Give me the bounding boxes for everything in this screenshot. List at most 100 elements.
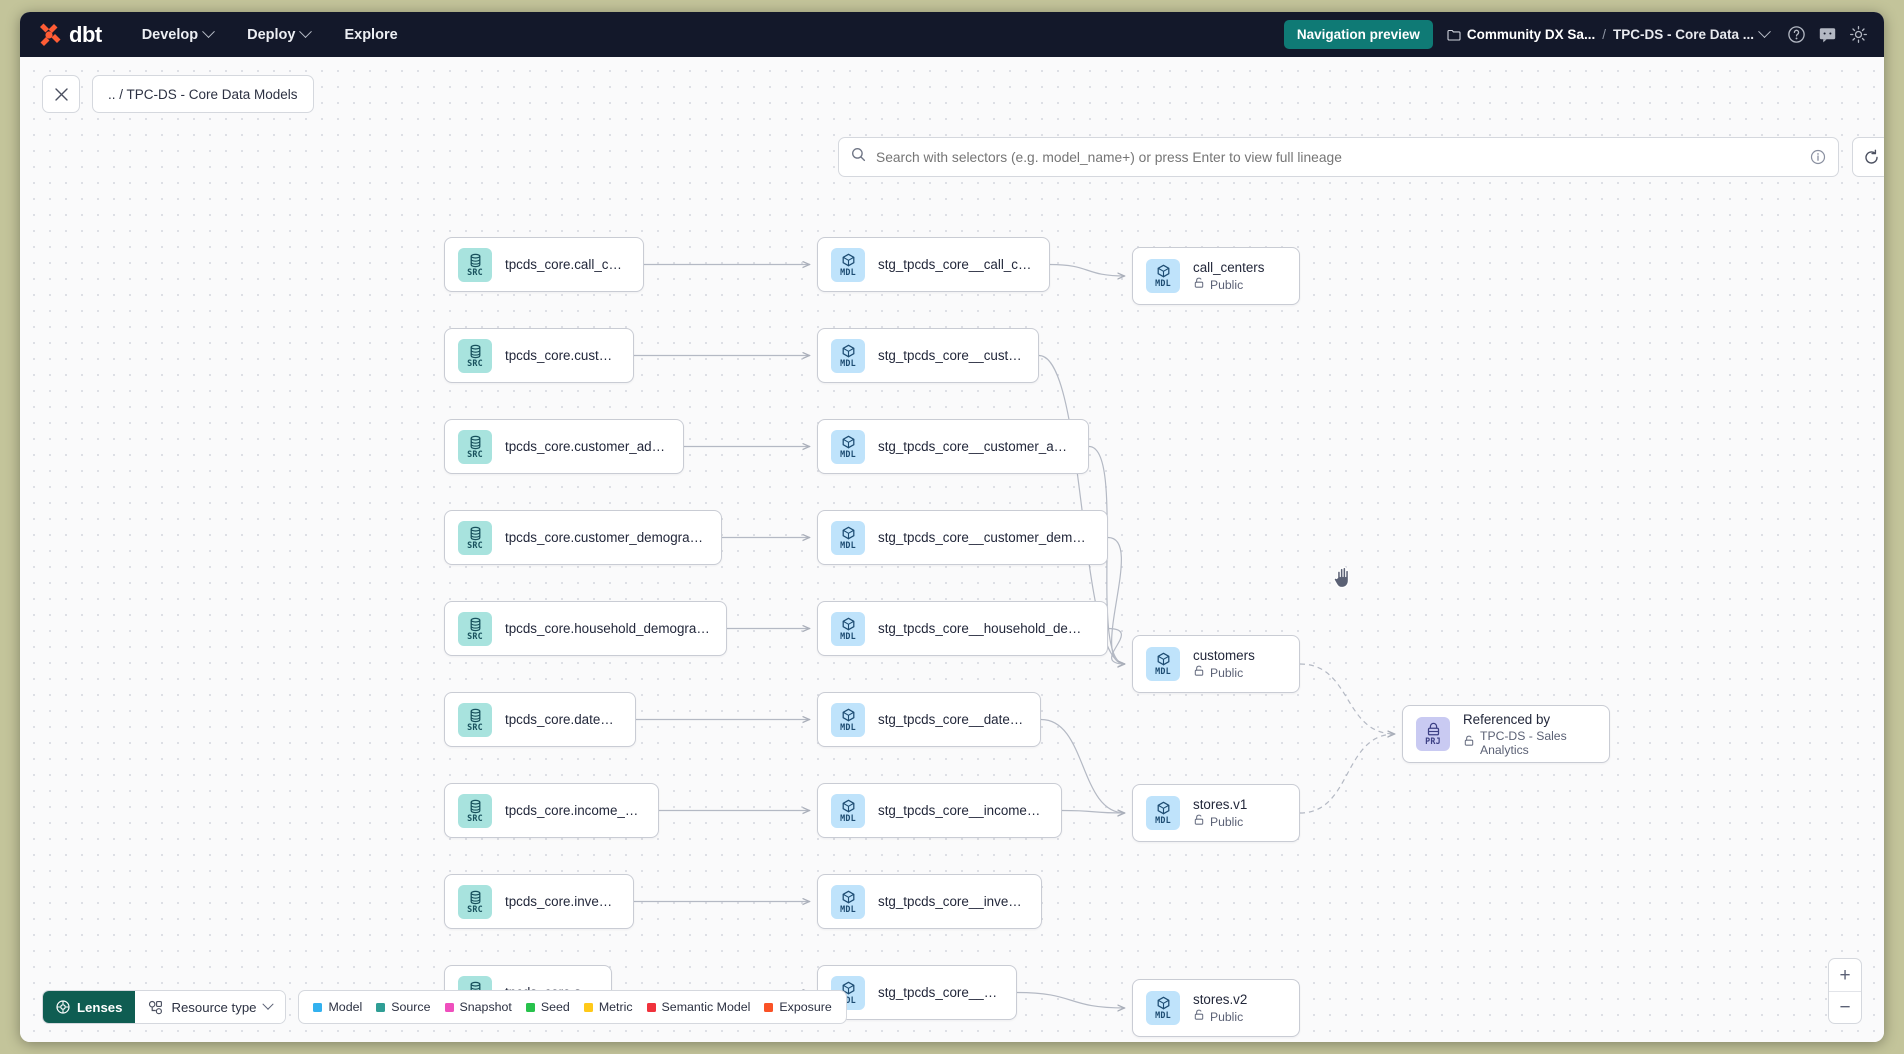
graph-node-subtitle: Public xyxy=(1193,1009,1247,1024)
graph-node-name: tpcds_core.customer xyxy=(505,348,617,363)
legend-item-label: Model xyxy=(328,1000,363,1014)
legend-swatch-icon xyxy=(376,1002,386,1012)
graph-node-name: call_centers xyxy=(1193,260,1265,275)
nav-item-develop[interactable]: Develop xyxy=(140,23,215,47)
legend-item-model[interactable]: Model xyxy=(313,1000,362,1014)
graph-node-subtitle-label: Public xyxy=(1210,814,1244,829)
breadcrumb-account[interactable]: Community DX Sa... xyxy=(1447,27,1595,42)
graph-node-name: stg_tpcds_core__inventory xyxy=(878,894,1025,909)
graph-node-name: stg_tpcds_core__customer_address xyxy=(878,439,1072,454)
nav-item-explore[interactable]: Explore xyxy=(342,23,399,47)
graph-node-name: stg_tpcds_core__call_center xyxy=(878,257,1033,272)
chevron-down-icon xyxy=(262,998,275,1010)
search-input[interactable] xyxy=(876,149,1800,165)
lock-icon xyxy=(1194,814,1204,825)
nav-item-deploy[interactable]: Deploy xyxy=(245,23,313,47)
legend-item-source[interactable]: Source xyxy=(376,1000,431,1014)
gear-icon[interactable] xyxy=(1849,25,1868,44)
graph-node-subtitle: Public xyxy=(1193,814,1247,829)
canvas-bottom-bar: Lenses Resource type Model Source Snapshot… xyxy=(42,990,847,1024)
legend-swatch-icon xyxy=(525,1002,535,1012)
legend-item-label: Metric xyxy=(598,1000,633,1014)
feedback-icon[interactable] xyxy=(1818,25,1837,44)
zoom-out-button[interactable]: − xyxy=(1829,991,1861,1023)
lens-control-group: Lenses Resource type xyxy=(42,990,287,1024)
nav-item-develop-label: Develop xyxy=(141,26,199,43)
help-circle-icon[interactable] xyxy=(1787,25,1806,44)
canvas-toolbar: .. / TPC-DS - Core Data Models xyxy=(20,57,1884,131)
legend-item-snapshot[interactable]: Snapshot xyxy=(444,1000,512,1014)
lock-icon xyxy=(1463,735,1475,750)
refresh-button[interactable] xyxy=(1852,137,1884,177)
graph-node-mdl-call-center[interactable]: MDL stg_tpcds_core__call_center xyxy=(817,237,1050,292)
graph-node-subtitle-label: Public xyxy=(1210,1009,1244,1024)
info-icon[interactable] xyxy=(1810,149,1826,165)
breadcrumb-project[interactable]: TPC-DS - Core Data ... xyxy=(1612,25,1771,42)
lock-icon xyxy=(1193,1009,1205,1024)
cube-icon: MDL xyxy=(1146,796,1180,830)
database-icon: SRC xyxy=(458,884,492,919)
navigation-preview-button[interactable]: Navigation preview xyxy=(1283,20,1433,49)
lenses-icon xyxy=(56,1000,70,1014)
graph-node-name: stores.v2 xyxy=(1193,992,1248,1007)
search-icon xyxy=(851,147,866,167)
legend-item-semantic-model[interactable]: Semantic Model xyxy=(646,1000,750,1014)
nav-item-explore-label: Explore xyxy=(344,26,398,43)
graph-node-name: Referenced by xyxy=(1463,711,1551,727)
chevron-down-icon xyxy=(202,25,215,39)
close-button[interactable] xyxy=(42,75,80,113)
lineage-canvas[interactable]: .. / TPC-DS - Core Data Models xyxy=(20,57,1884,1042)
cube-icon: MDL xyxy=(831,247,865,282)
dbt-logo[interactable]: dbt xyxy=(36,22,102,48)
top-navigation-bar: dbt Develop Deploy Explore Navigation pr… xyxy=(20,12,1884,57)
lineage-breadcrumb-pill[interactable]: .. / TPC-DS - Core Data Models xyxy=(92,75,314,113)
graph-node-subtitle-label: Public xyxy=(1210,665,1244,680)
graph-node-subtitle: TPC-DS - Sales Analytics xyxy=(1463,729,1593,757)
lock-icon xyxy=(1193,814,1205,829)
graph-node-name: tpcds_core.customer_demographics xyxy=(505,530,705,545)
lenses-button[interactable]: Lenses xyxy=(43,991,136,1023)
chevron-down-icon xyxy=(299,25,313,39)
legend-item-metric[interactable]: Metric xyxy=(583,1000,633,1014)
zoom-in-button[interactable]: + xyxy=(1839,964,1851,986)
close-icon xyxy=(54,87,68,101)
folder-icon xyxy=(1447,29,1461,41)
chevron-down-icon xyxy=(1758,25,1771,39)
cube-icon: MDL xyxy=(831,702,865,737)
resource-type-dropdown[interactable]: Resource type xyxy=(135,991,286,1023)
legend-swatch-icon xyxy=(764,1002,774,1012)
refresh-icon xyxy=(1864,149,1878,164)
graph-node-name: tpcds_core.income_band xyxy=(505,803,642,818)
graph-node-subtitle: Public xyxy=(1193,665,1255,680)
breadcrumb-project-label: TPC-DS - Core Data ... xyxy=(1612,27,1754,42)
database-icon: SRC xyxy=(458,793,492,828)
cube-icon: MDL xyxy=(831,338,865,373)
lock-icon xyxy=(1194,1009,1204,1020)
lineage-search-bar[interactable] xyxy=(838,137,1839,177)
legend-item-exposure[interactable]: Exposure xyxy=(764,1000,832,1014)
primary-nav: Develop Deploy Explore xyxy=(140,23,400,47)
legend-item-seed[interactable]: Seed xyxy=(525,1000,570,1014)
graph-node-src-income-band[interactable]: SRC tpcds_core.income_band xyxy=(444,783,659,838)
